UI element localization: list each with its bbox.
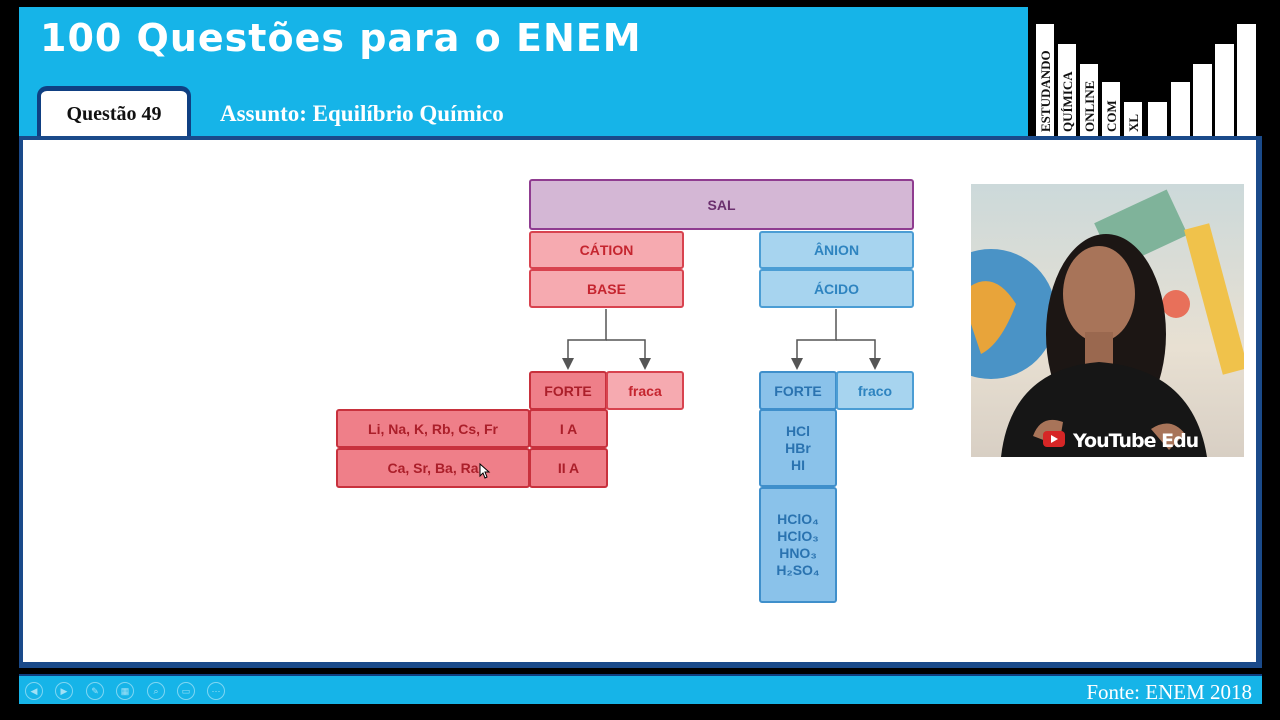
tab-question[interactable]: Questão 49 [37,86,191,142]
mouse-cursor-icon [479,463,491,479]
logo-bar-5 [1237,24,1256,136]
source-label: Fonte: ENEM 2018 [1086,680,1252,704]
next-slide-button[interactable]: ▶ [55,682,73,700]
group-1-label-box: I A [529,409,608,448]
arrow-base-forte [562,309,607,370]
group-1-metals-box: Li, Na, K, Rb, Cs, Fr [336,409,530,448]
arrow-acid-fraco [836,339,881,370]
presenter-illustration [971,189,1244,457]
acid-forte-box: FORTE [759,371,837,410]
subject-label: Assunto: Equilíbrio Químico [220,101,504,126]
logo-book-4: COM [1102,82,1120,136]
page-title: 100 Questões para o ENEM [40,16,642,60]
arrow-base-fraca [606,339,651,370]
logo-bar-3 [1193,64,1212,136]
logo-book-1: ESTUDANDO [1036,24,1054,136]
hydracid-hbr: HBr [785,439,811,456]
sal-box: SAL [529,179,914,230]
prev-slide-button[interactable]: ◀ [25,682,43,700]
group-2-metals-box: Ca, Sr, Ba, Ra [336,448,530,488]
tab-question-label: Questão 49 [66,103,162,125]
cation-box: CÁTION [529,231,684,269]
oxyacid-hno3: HNO₃ [779,545,817,561]
arrow-acid-forte [791,309,837,370]
base-fraca-box: fraca [606,371,684,410]
hydracids-box: HCl HBr HI [759,409,837,487]
acido-box: ÁCIDO [759,269,914,308]
hydracid-hcl: HCl [785,422,811,439]
base-box: BASE [529,269,684,308]
oxyacid-hclo4: HClO₄ [777,511,819,527]
logo-bar-2 [1171,82,1190,136]
oxyacids-box: HClO₄ HClO₃ HNO₃ H₂SO₄ [759,487,837,603]
channel-logo: ESTUDANDO QUÍMICA ONLINE COM XL [1030,12,1260,136]
oxyacid-hclo3: HClO₃ [777,528,819,544]
logo-bar-4 [1215,44,1234,136]
footer-bar: ◀ ▶ ✎ ▦ ⌕ ▭ ⋯ Fonte: ENEM 2018 [19,674,1262,704]
pen-tool-button[interactable]: ✎ [86,682,104,700]
anion-box: ÂNION [759,231,914,269]
hydracid-hi: HI [791,456,805,473]
subtitles-button[interactable]: ▭ [177,682,195,700]
youtube-edu-watermark: YouTube Edu [1073,430,1199,452]
logo-book-5: XL [1124,102,1142,136]
logo-book-2: QUÍMICA [1058,44,1076,136]
group-2-label-box: II A [529,448,608,488]
acid-fraco-box: fraco [836,371,914,410]
webcam-video: YouTube Edu [971,184,1244,457]
oxyacid-h2so4: H₂SO₄ [776,562,820,578]
more-options-button[interactable]: ⋯ [207,682,225,700]
zoom-button[interactable]: ⌕ [147,682,165,700]
base-forte-box: FORTE [529,371,607,410]
slides-overview-button[interactable]: ▦ [116,682,134,700]
logo-bar-1 [1148,102,1167,136]
logo-book-3: ONLINE [1080,64,1098,136]
